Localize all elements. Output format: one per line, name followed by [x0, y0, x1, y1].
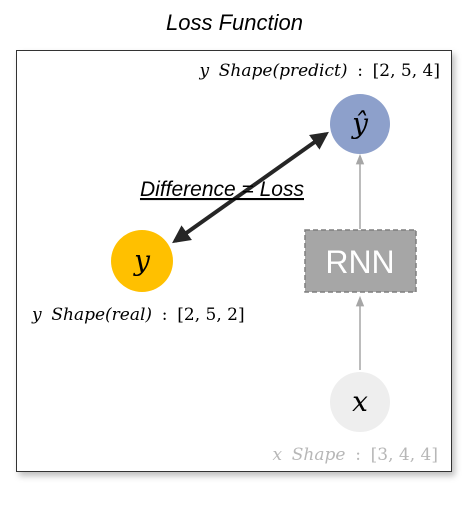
- predict-shape-label: y Shape(predict) : [2, 5, 4]: [198, 61, 440, 81]
- real-shape-label: y Shape(real) : [2, 5, 2]: [31, 305, 245, 325]
- y-node: [111, 230, 173, 292]
- y-hat-label: ŷ: [350, 107, 369, 140]
- difference-label: Difference = Loss: [140, 178, 305, 201]
- y-hat-node: [330, 94, 390, 154]
- rnn-label: RNN: [325, 244, 394, 280]
- difference-arrow: [172, 131, 329, 244]
- rnn-box: [304, 229, 417, 293]
- diagram-title: Loss Function: [166, 10, 303, 35]
- x-label: x: [352, 385, 368, 418]
- input-shape-label: x Shape : [3, 4, 4]: [272, 445, 438, 465]
- x-node: [330, 372, 390, 432]
- y-label: y: [132, 244, 151, 277]
